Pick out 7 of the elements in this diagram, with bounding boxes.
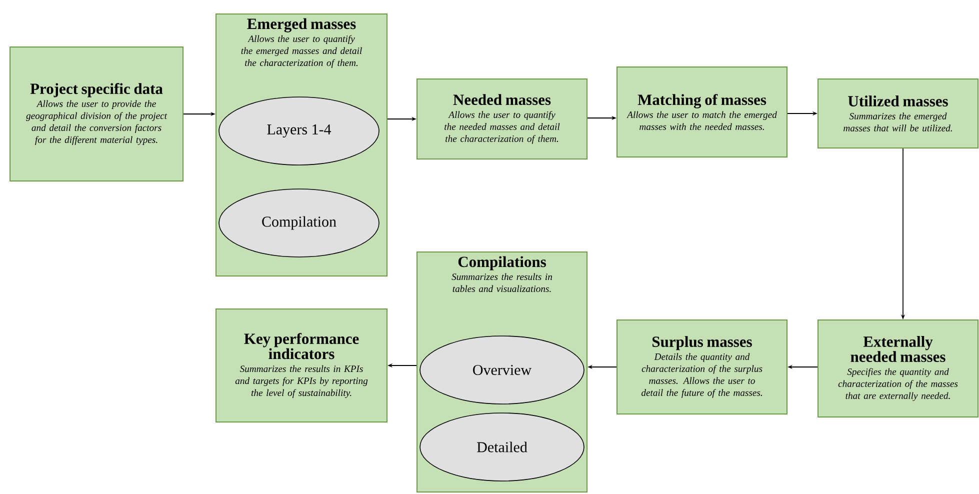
process-box: Needed masses Allows the user to quantify the needed masses and detail the characterization of them.: [416, 78, 588, 160]
process-box: Key performance indicators Summarizes the results in KPIs and targets for KPIs by reporting the level of sustainability.: [216, 308, 388, 422]
process-box: Project specific data Allows the user to provide the geographical division of the project and detail the conversion factors for the different material types.: [10, 46, 184, 182]
process-box: Matching of masses Allows the user to match the emerged masses with the needed masses.: [616, 66, 788, 158]
process-box: Utilized masses Summarizes the emerged masses that will be utilized.: [818, 78, 978, 148]
process-box: Surplus masses Details the quantity and characterization of the surplus masses. Allows the user to detail the future of the masses.: [616, 320, 788, 414]
process-box: Externally needed masses Specifies the quantity and characterization of the masses that are externally needed.: [818, 320, 978, 418]
